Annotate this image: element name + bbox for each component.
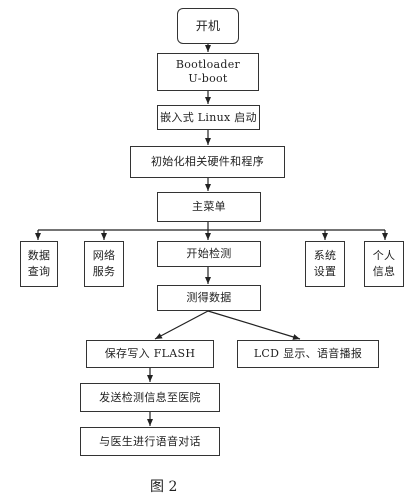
measured-data-label: 测得数据 bbox=[186, 291, 232, 304]
personal-info-node: 个人 信息 bbox=[364, 241, 404, 287]
system-settings-label-1: 系统 bbox=[313, 249, 337, 262]
send-to-hospital-label: 发送检测信息至医院 bbox=[99, 390, 201, 404]
lcd-display-node: LCD 显示、语音播报 bbox=[237, 340, 379, 368]
bootloader-label: Bootloader bbox=[175, 58, 241, 71]
network-service-label-2: 服务 bbox=[92, 265, 116, 278]
system-settings-node: 系统 设置 bbox=[305, 241, 345, 287]
save-flash-label: 保存写入 FLASH bbox=[104, 347, 196, 360]
uboot-label: U-boot bbox=[188, 72, 228, 85]
init-hardware-label: 初始化相关硬件和程序 bbox=[151, 155, 264, 168]
doctor-voice-label: 与医生进行语音对话 bbox=[99, 434, 201, 448]
linux-boot-label: 嵌入式 Linux 启动 bbox=[160, 110, 257, 124]
start-detect-label: 开始检测 bbox=[186, 247, 232, 260]
data-query-label-2: 查询 bbox=[27, 265, 51, 278]
save-flash-node: 保存写入 FLASH bbox=[86, 340, 214, 368]
main-menu-node: 主菜单 bbox=[157, 192, 261, 222]
start-detect-node: 开始检测 bbox=[157, 241, 261, 267]
main-menu-label: 主菜单 bbox=[192, 200, 226, 213]
measured-data-node: 测得数据 bbox=[157, 285, 261, 311]
data-query-node: 数据 查询 bbox=[20, 241, 58, 287]
edge-measured-to-save bbox=[154, 310, 209, 340]
personal-info-label-2: 信息 bbox=[372, 265, 396, 278]
network-service-label-1: 网络 bbox=[92, 249, 116, 262]
network-service-node: 网络 服务 bbox=[84, 241, 124, 287]
linux-boot-node: 嵌入式 Linux 启动 bbox=[157, 105, 260, 130]
init-hardware-node: 初始化相关硬件和程序 bbox=[130, 146, 285, 178]
start-label: 开机 bbox=[195, 19, 221, 33]
figure-caption: 图 2 bbox=[150, 479, 178, 495]
system-settings-label-2: 设置 bbox=[313, 265, 337, 278]
personal-info-label-1: 个人 bbox=[372, 249, 396, 262]
start-node: 开机 bbox=[177, 8, 239, 44]
doctor-voice-node: 与医生进行语音对话 bbox=[80, 427, 220, 456]
data-query-label-1: 数据 bbox=[27, 249, 51, 262]
send-to-hospital-node: 发送检测信息至医院 bbox=[80, 383, 220, 412]
lcd-display-label: LCD 显示、语音播报 bbox=[253, 347, 363, 360]
edge-measured-to-lcd bbox=[207, 310, 301, 340]
bootloader-node: Bootloader U-boot bbox=[157, 53, 259, 91]
